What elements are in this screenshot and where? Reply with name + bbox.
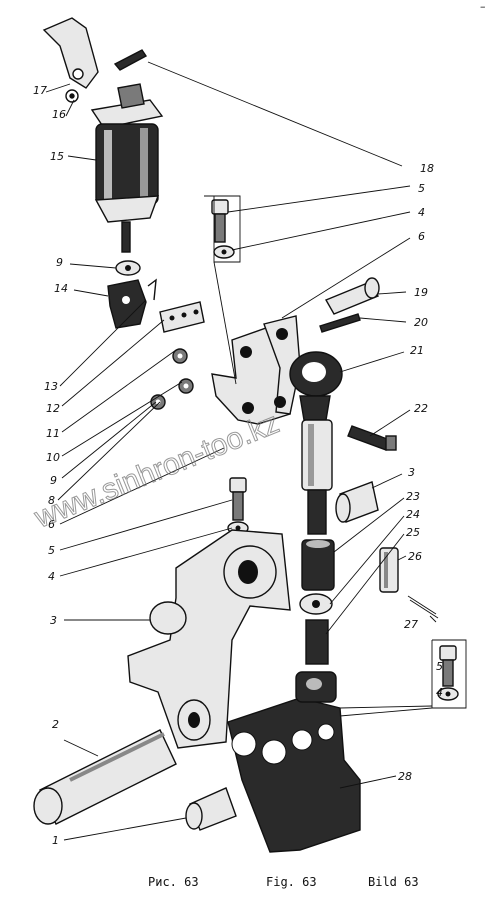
caption-en: Fig. 63 [266, 875, 317, 889]
callout-1: 1 [52, 834, 59, 847]
lever-part-6 [211, 315, 301, 425]
threaded-rod-part [301, 419, 333, 535]
callout-20: 20 [414, 316, 428, 329]
fork-part-14 [107, 278, 157, 329]
bolt-part-5-top [211, 199, 229, 243]
callout-5-lower: 5 [48, 544, 55, 557]
callout-11: 11 [46, 427, 60, 440]
nut-part-24 [299, 593, 333, 615]
callout-14: 14 [54, 282, 68, 295]
plate-part-11 [159, 301, 205, 333]
callout-2: 2 [52, 718, 59, 731]
callout-26: 26 [408, 550, 422, 563]
shaft-part-2 [33, 729, 177, 825]
pin-part-18 [113, 49, 148, 71]
callout-6-lower: 6 [48, 518, 55, 531]
callout-9-top: 9 [56, 256, 63, 269]
washer-part-4-top [213, 245, 235, 259]
main-bracket-part [127, 529, 291, 749]
callout-8: 8 [48, 494, 55, 507]
callout-24: 24 [406, 508, 420, 521]
screw-part-22 [347, 425, 397, 451]
watermark-text: www.sinhron-too.kz [29, 406, 283, 534]
corner-mark: – [480, 0, 486, 13]
assembly-frames [204, 195, 467, 717]
washer-part-16 [65, 89, 79, 103]
bolt-part-5-right [437, 645, 459, 701]
callout-4-right: 4 [436, 686, 443, 699]
callout-3-left: 3 [50, 614, 57, 627]
sleeve-part-3-right [335, 481, 379, 523]
callout-9-lower: 9 [50, 474, 57, 487]
pin-part-26 [379, 547, 399, 593]
callout-21: 21 [410, 344, 424, 357]
sleeve-part-3-left [149, 601, 187, 635]
callout-3-right: 3 [408, 466, 415, 479]
pin-part-19 [324, 277, 380, 315]
caption-ru: Рис. 63 [148, 875, 199, 889]
mounting-bracket-part [42, 17, 99, 89]
callout-5-right: 5 [436, 660, 443, 673]
callout-12: 12 [46, 402, 60, 415]
callout-16: 16 [52, 108, 66, 121]
callout-15: 15 [50, 150, 64, 163]
callout-6-top: 6 [418, 230, 425, 243]
callout-19: 19 [414, 286, 428, 299]
caption-de: Bild 63 [368, 875, 419, 889]
callout-18: 18 [420, 162, 434, 175]
spring-part-25 [305, 619, 329, 665]
callout-4-top: 4 [418, 206, 425, 219]
callout-4-lower: 4 [48, 570, 55, 583]
callout-28: 28 [398, 770, 412, 783]
cotter-pin-part-27 [407, 595, 439, 619]
callout-27: 27 [404, 618, 418, 631]
bolt-part-5-lower [229, 477, 247, 521]
coupling-part-23 [301, 539, 335, 591]
rod-part-20 [319, 313, 361, 333]
nut-part-9-top [115, 260, 141, 276]
leader-lines [45, 61, 437, 841]
valve-body-part-28 [227, 671, 361, 853]
callout-17: 17 [33, 84, 47, 97]
bushing-part-1 [185, 787, 237, 831]
callout-5-top: 5 [418, 182, 425, 195]
callout-22: 22 [414, 402, 428, 415]
callout-23: 23 [406, 490, 420, 503]
cylinder-part-15 [90, 83, 164, 253]
callout-10: 10 [46, 451, 60, 464]
callout-25: 25 [406, 526, 420, 539]
callout-13: 13 [44, 380, 58, 393]
small-nuts-parts [150, 348, 194, 410]
eye-part-21 [289, 351, 343, 421]
